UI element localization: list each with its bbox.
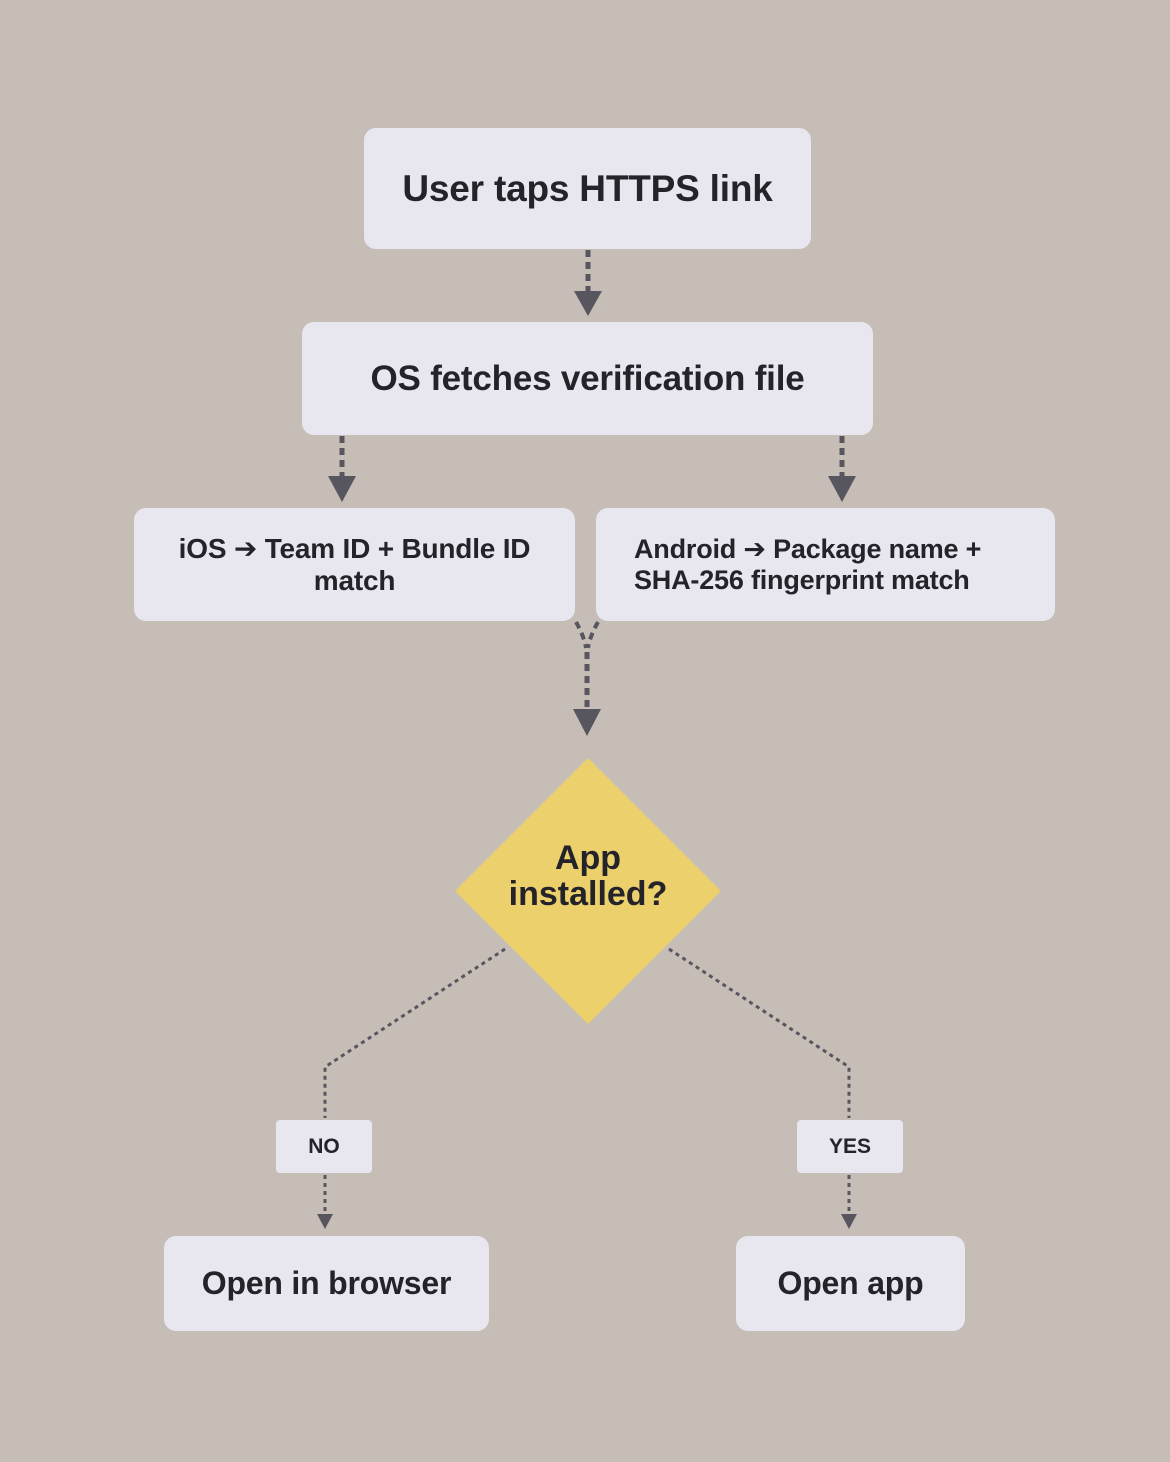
edge-decision-to-no xyxy=(323,947,506,1118)
branch-label-no: NO xyxy=(276,1120,372,1173)
decision-app-installed: App installed? xyxy=(455,758,721,1024)
node-label: Open in browser xyxy=(201,1265,452,1301)
branch-label-text: YES xyxy=(828,1134,872,1158)
edge-android-to-merge xyxy=(586,621,600,649)
arrowhead-icon xyxy=(328,476,356,502)
node-open-in-browser: Open in browser xyxy=(164,1236,489,1331)
arrowhead-icon xyxy=(573,709,601,736)
node-label-line1: Android ➔ Package name + xyxy=(634,533,982,564)
arrowhead-icon xyxy=(828,476,856,502)
node-ios-match: iOS ➔ Team ID + Bundle ID match xyxy=(134,508,575,621)
node-label-line2: SHA-256 fingerprint match xyxy=(634,564,970,595)
branch-label-yes: YES xyxy=(797,1120,903,1173)
branch-label-text: NO xyxy=(308,1134,340,1158)
decision-diamond-shape xyxy=(455,758,721,1024)
edge-decision-to-yes xyxy=(668,947,851,1118)
node-android-match: Android ➔ Package name + SHA-256 fingerp… xyxy=(596,508,1055,621)
arrowhead-icon xyxy=(574,291,602,316)
edge-ios-to-merge xyxy=(574,621,588,649)
node-label: User taps HTTPS link xyxy=(402,167,773,209)
arrowhead-icon xyxy=(317,1214,333,1229)
node-user-taps-link: User taps HTTPS link xyxy=(364,128,811,249)
arrowhead-icon xyxy=(841,1214,857,1229)
node-label: Open app xyxy=(777,1265,924,1301)
decision-label: App installed? xyxy=(455,758,721,1024)
decision-label-line2: installed? xyxy=(508,875,668,913)
node-label: iOS ➔ Team ID + Bundle ID match xyxy=(178,532,531,596)
node-label: OS fetches verification file xyxy=(370,358,805,398)
decision-label-line1: App xyxy=(554,839,622,877)
node-open-app: Open app xyxy=(736,1236,965,1331)
node-os-fetches-file: OS fetches verification file xyxy=(302,322,873,435)
